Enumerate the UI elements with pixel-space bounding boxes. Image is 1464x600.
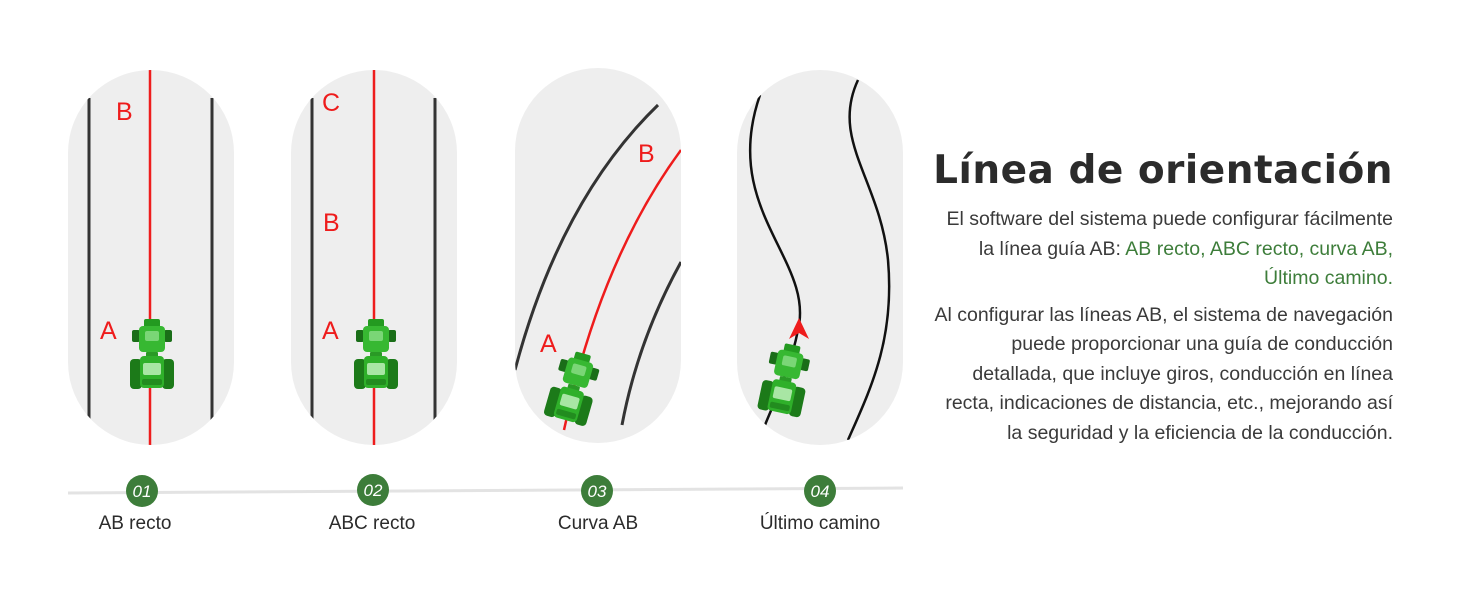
field-boundary-line xyxy=(515,103,660,371)
point-label: B xyxy=(116,98,133,126)
step-number: 02 xyxy=(364,481,383,500)
detail-paragraph: Al configurar las líneas AB, el sistema … xyxy=(934,303,1393,444)
step-label-curva-ab: Curva AB xyxy=(557,513,639,534)
step-label-ultimo-camino: Último camino xyxy=(759,513,881,534)
point-label: B xyxy=(638,140,655,168)
point-label: A xyxy=(322,317,339,345)
field-panel xyxy=(737,70,903,445)
point-label: A xyxy=(100,317,117,345)
step-marker: 01 xyxy=(126,475,158,507)
step-label-abc-recto: ABC recto xyxy=(328,513,416,534)
guidance-diagram: B A C B A B A xyxy=(67,68,904,507)
panel-ab-recto: B A xyxy=(68,70,234,445)
path-line xyxy=(846,79,891,441)
step-marker: 04 xyxy=(804,475,836,507)
guide-line-options: AB recto, ABC recto, curva AB, Último ca… xyxy=(1125,237,1393,290)
step-marker: 03 xyxy=(581,475,613,507)
intro-paragraph: El software del sistema puede configurar… xyxy=(930,205,1393,294)
point-label: C xyxy=(322,89,340,117)
field-panel xyxy=(515,68,681,443)
point-label: B xyxy=(323,209,340,237)
page-title: Línea de orientación xyxy=(933,148,1393,193)
step-marker: 02 xyxy=(357,474,389,506)
step-number: 03 xyxy=(588,482,607,501)
description-panel: Línea de orientación El software del sis… xyxy=(930,148,1393,455)
step-number: 04 xyxy=(811,482,830,501)
panel-abc-recto: C B A xyxy=(291,70,457,445)
step-number: 01 xyxy=(133,482,152,501)
direction-arrow-icon xyxy=(789,318,809,339)
intro-text: El software del sistema puede configurar… xyxy=(946,208,1393,260)
timeline-line xyxy=(67,486,904,495)
panel-curva-ab: B A xyxy=(515,68,681,443)
point-label: A xyxy=(540,330,557,358)
panel-ultimo-camino xyxy=(737,70,903,445)
field-boundary-line xyxy=(620,261,681,426)
step-label-ab-recto: AB recto xyxy=(98,513,172,534)
